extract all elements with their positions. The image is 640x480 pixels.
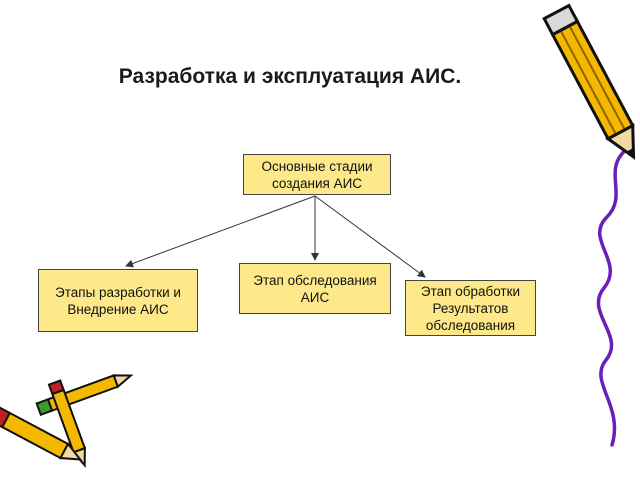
root-node: Основные стадии создания АИС [243, 154, 391, 195]
child-node-development: Этапы разработки и Внедрение АИС [38, 269, 198, 332]
child-node-survey: Этап обследования АИС [239, 263, 391, 314]
pencil-icon [544, 6, 640, 164]
child-node-label: Этап обработки Результатов обследования [421, 283, 520, 334]
child-node-label: Этапы разработки и Внедрение АИС [55, 284, 181, 318]
root-node-label: Основные стадии создания АИС [261, 158, 372, 192]
connector-arrow-left [126, 196, 315, 266]
page-title: Разработка и эксплуатация АИС. [60, 62, 520, 91]
child-node-processing: Этап обработки Результатов обследования [405, 280, 536, 336]
child-node-label: Этап обследования АИС [253, 272, 376, 306]
wavy-line [598, 148, 628, 445]
